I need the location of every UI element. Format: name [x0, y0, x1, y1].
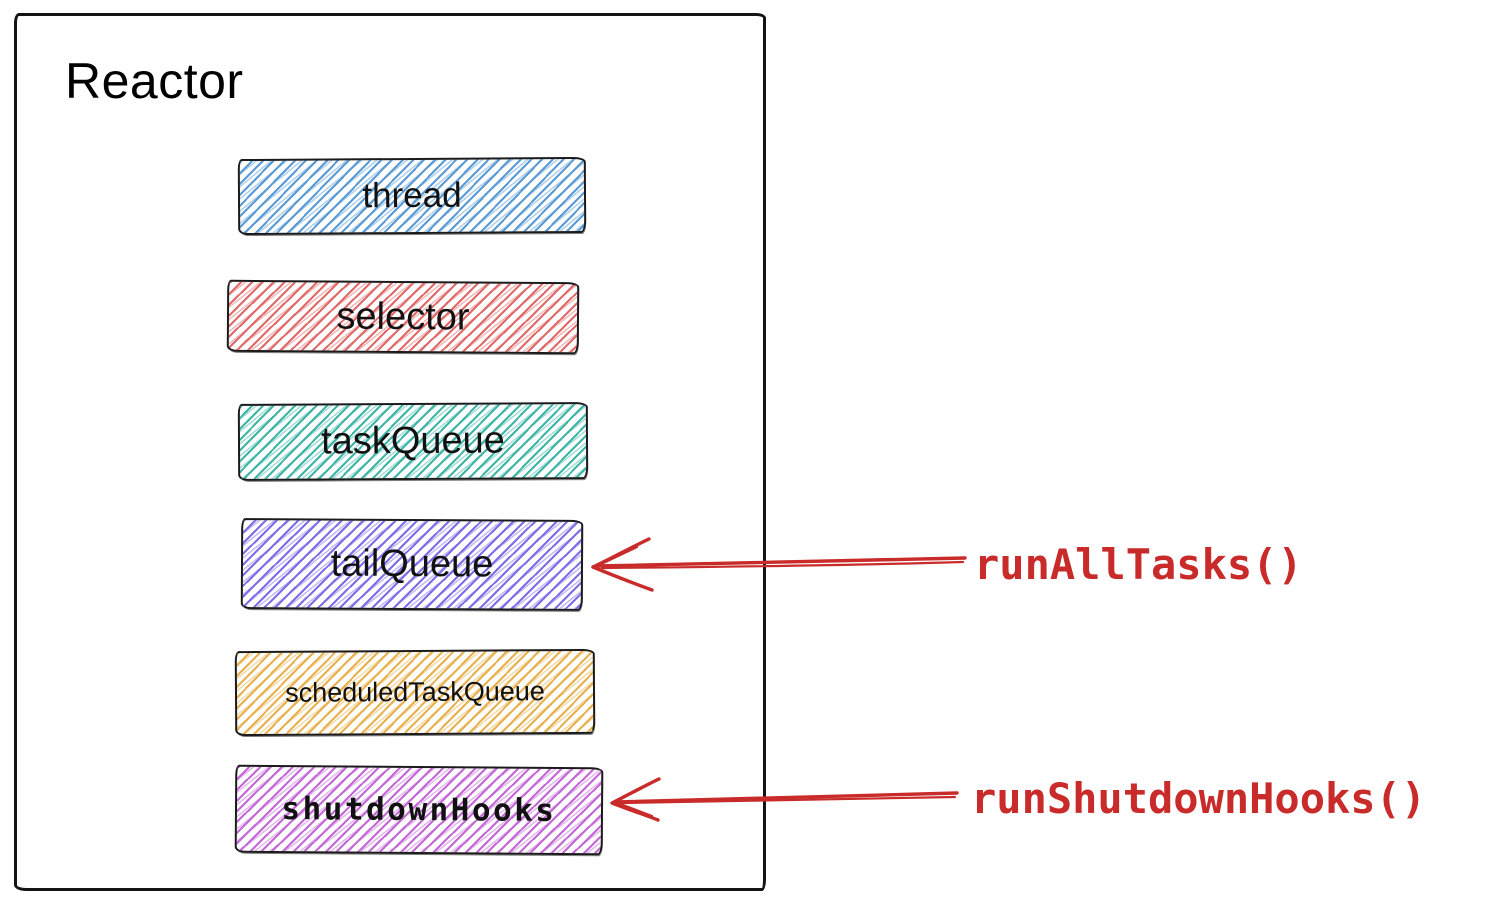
- reactor-container-box: Reactor: [14, 13, 766, 891]
- box-scheduledtaskqueue: scheduledTaskQueue: [234, 648, 596, 737]
- box-shutdownhooks-label: shutdownHooks: [281, 791, 557, 829]
- box-scheduledtaskqueue-label: scheduledTaskQueue: [285, 676, 545, 708]
- box-shutdownhooks: shutdownHooks: [234, 764, 604, 856]
- box-selector: selector: [226, 279, 580, 355]
- annotation-run-all-tasks: runAllTasks(): [974, 540, 1303, 589]
- reactor-title: Reactor: [65, 53, 244, 109]
- box-thread: thread: [237, 156, 587, 236]
- box-selector-label: selector: [336, 295, 470, 338]
- annotation-run-shutdown-hooks: runShutdownHooks(): [971, 774, 1427, 823]
- box-taskqueue-label: taskQueue: [320, 419, 505, 463]
- box-taskqueue: taskQueue: [237, 402, 589, 481]
- box-tailqueue: tailQueue: [240, 518, 584, 611]
- box-thread-label: thread: [362, 175, 462, 216]
- box-tailqueue-label: tailQueue: [330, 542, 494, 586]
